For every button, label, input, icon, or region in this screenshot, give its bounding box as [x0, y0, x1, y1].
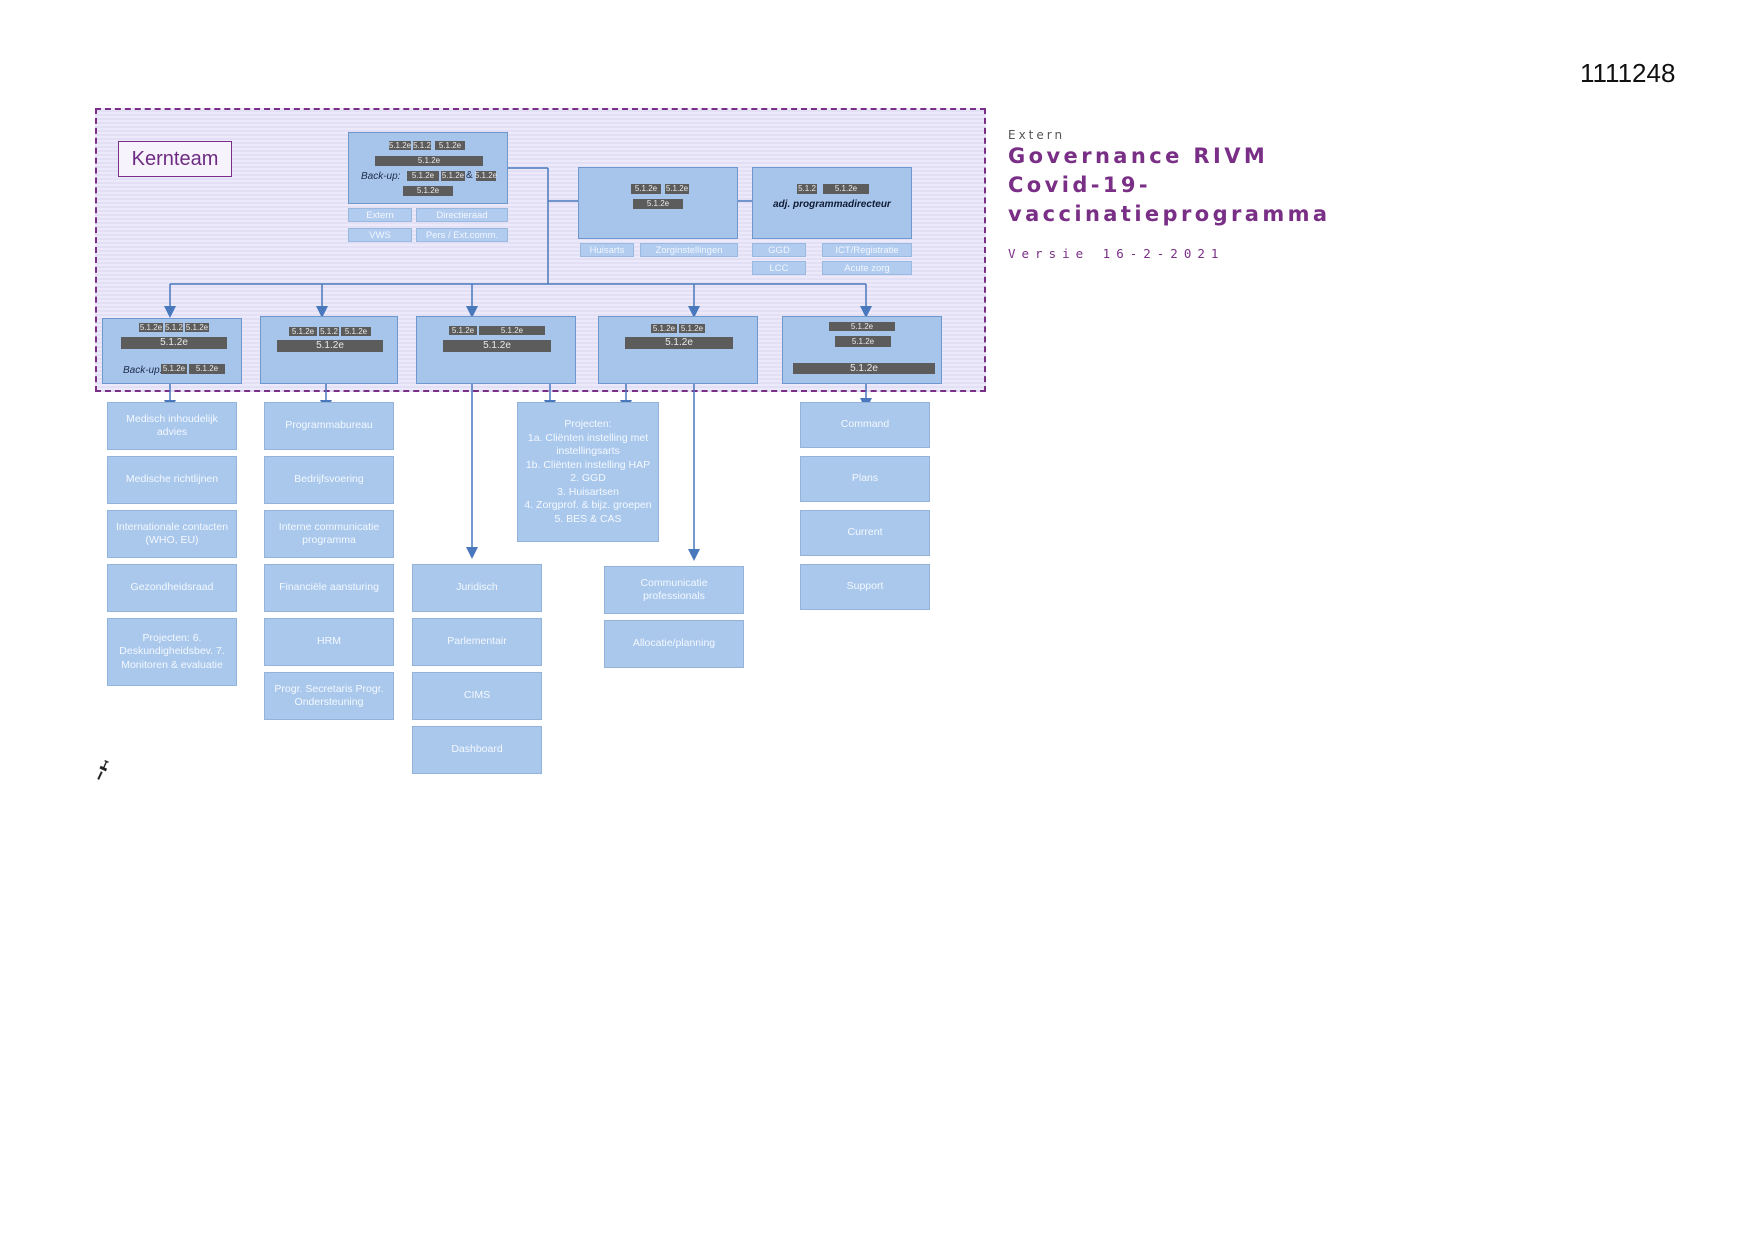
redaction: 5.1.2e — [679, 323, 705, 333]
box-medische-richtlijnen: Medische richtlijnen — [107, 456, 237, 504]
redaction: 5.1.2e — [289, 327, 317, 336]
chip-vws: VWS — [348, 228, 412, 242]
chip-ict-registratie: ICT/Registratie — [822, 243, 912, 257]
extern-label: Extern — [1008, 128, 1066, 142]
redaction: 5.1.2e — [407, 171, 439, 181]
chip-pers-ext-comm: Pers / Ext.comm. — [416, 228, 508, 242]
adj-programme-director-box: 5.1.2 5.1.2e adj. programmadirecteur — [752, 167, 912, 239]
redaction: 5.1.2e — [651, 323, 677, 333]
column-header-5: 5.1.2e 5.1.2e 5.1.2e — [782, 316, 942, 384]
box-juridisch: Juridisch — [412, 564, 542, 612]
box-programmabureau: Programmabureau — [264, 402, 394, 450]
redaction: 5.1.2 — [413, 140, 431, 150]
chip-directieraad: Directieraad — [416, 208, 508, 222]
redaction: 5.1.2e — [474, 171, 498, 181]
projects-line: 5. BES & CAS — [554, 512, 622, 525]
box-plans: Plans — [800, 456, 930, 502]
box-projecten-6-7: Projecten: 6. Deskundigheidsbev. 7. Moni… — [107, 618, 237, 686]
projects-line: 1a. Cliënten instelling met instellingsa… — [527, 431, 649, 458]
projects-line: 2. GGD — [570, 472, 606, 484]
redaction: 5.1.2e — [665, 184, 689, 194]
ampersand-label: & — [466, 170, 473, 181]
projects-line: Projecten: — [564, 418, 612, 430]
redaction: 5.1.2e — [443, 340, 551, 352]
backup-label: Back-up: — [361, 171, 401, 182]
box-bedrijfsvoering: Bedrijfsvoering — [264, 456, 394, 504]
redaction: 5.1.2e — [441, 171, 465, 181]
document-number: 1111248 — [1580, 58, 1676, 88]
kernteam-label: Kernteam — [118, 141, 232, 177]
column-header-4: 5.1.2e 5.1.2e 5.1.2e — [598, 316, 758, 384]
title-block: Extern Governance RIVM Covid-19- vaccina… — [1008, 128, 1330, 261]
redaction: 5.1.2e — [823, 184, 869, 194]
title-line-1: Governance RIVM — [1008, 144, 1269, 168]
title-line-3: vaccinatieprogramma — [1008, 202, 1331, 226]
pushpin-icon — [89, 755, 119, 789]
title-line-2: Covid-19- — [1008, 173, 1152, 197]
box-support: Support — [800, 564, 930, 610]
redaction: 5.1.2 — [165, 322, 183, 332]
version-label: Versie 16-2-2021 — [1008, 246, 1225, 261]
box-progr-secretaris: Progr. Secretaris Progr. Ondersteuning — [264, 672, 394, 720]
programme-director-box: 5.1.2e 5.1.2 5.1.2e 5.1.2e Back-up: 5.1.… — [348, 132, 508, 204]
box-current: Current — [800, 510, 930, 556]
box-cims: CIMS — [412, 672, 542, 720]
box-internationale-contacten: Internationale contacten (WHO, EU) — [107, 510, 237, 558]
redaction: 5.1.2e — [189, 364, 225, 374]
chip-extern: Extern — [348, 208, 412, 222]
redaction: 5.1.2 — [797, 184, 817, 194]
chip-acute-zorg: Acute zorg — [822, 261, 912, 275]
column-header-1: 5.1.2e 5.1.2 5.1.2e 5.1.2e Back-up: 5.1.… — [102, 318, 242, 384]
redaction: 5.1.2e — [403, 186, 453, 196]
redaction: 5.1.2e — [449, 326, 477, 335]
projects-line: 4. Zorgprof. & bijz. groepen — [524, 499, 652, 511]
redaction: 5.1.2e — [793, 363, 935, 374]
projects-line: 3. Huisartsen — [557, 485, 619, 498]
middle-lead-box: 5.1.2e 5.1.2e 5.1.2e — [578, 167, 738, 239]
redaction: 5.1.2e — [341, 327, 371, 336]
redaction: 5.1.2e — [375, 156, 483, 166]
redaction: 5.1.2e — [185, 322, 209, 332]
redaction: 5.1.2e — [479, 326, 545, 335]
box-financiele-aansturing: Financiële aansturing — [264, 564, 394, 612]
backup-label: Back-up: — [123, 365, 163, 376]
redaction: 5.1.2e — [139, 322, 163, 332]
redaction: 5.1.2e — [121, 337, 227, 349]
redaction: 5.1.2e — [633, 199, 683, 209]
redaction: 5.1.2e — [161, 364, 187, 374]
box-interne-communicatie: Interne communicatie programma — [264, 510, 394, 558]
box-hrm: HRM — [264, 618, 394, 666]
redaction: 5.1.2e — [625, 337, 733, 349]
redaction: 5.1.2e — [388, 140, 412, 150]
box-parlementair: Parlementair — [412, 618, 542, 666]
redaction: 5.1.2e — [277, 340, 383, 352]
redaction: 5.1.2e — [435, 141, 465, 150]
box-communicatie-professionals: Communicatie professionals — [604, 566, 744, 614]
redaction: 5.1.2e — [835, 336, 891, 347]
redaction: 5.1.2e — [631, 184, 661, 194]
chip-huisarts: Huisarts — [580, 243, 634, 257]
box-projecten-1-5: Projecten: 1a. Cliënten instelling met i… — [517, 402, 659, 542]
box-medisch-inhoudelijk-advies: Medisch inhoudelijk advies — [107, 402, 237, 450]
box-gezondheidsraad: Gezondheidsraad — [107, 564, 237, 612]
column-header-3: 5.1.2e 5.1.2e 5.1.2e — [416, 316, 576, 384]
chip-ggd: GGD — [752, 243, 806, 257]
chip-lcc: LCC — [752, 261, 806, 275]
column-header-2: 5.1.2e 5.1.2 5.1.2e 5.1.2e — [260, 316, 398, 384]
chip-zorginstellingen: Zorginstellingen — [640, 243, 738, 257]
projects-line: 1b. Cliënten instelling HAP — [525, 458, 651, 471]
redaction: 5.1.2e — [829, 322, 895, 331]
box-allocatie-planning: Allocatie/planning — [604, 620, 744, 668]
box-command: Command — [800, 402, 930, 448]
adj-director-title: adj. programmadirecteur — [773, 199, 891, 210]
redaction: 5.1.2 — [319, 326, 339, 336]
box-dashboard: Dashboard — [412, 726, 542, 774]
